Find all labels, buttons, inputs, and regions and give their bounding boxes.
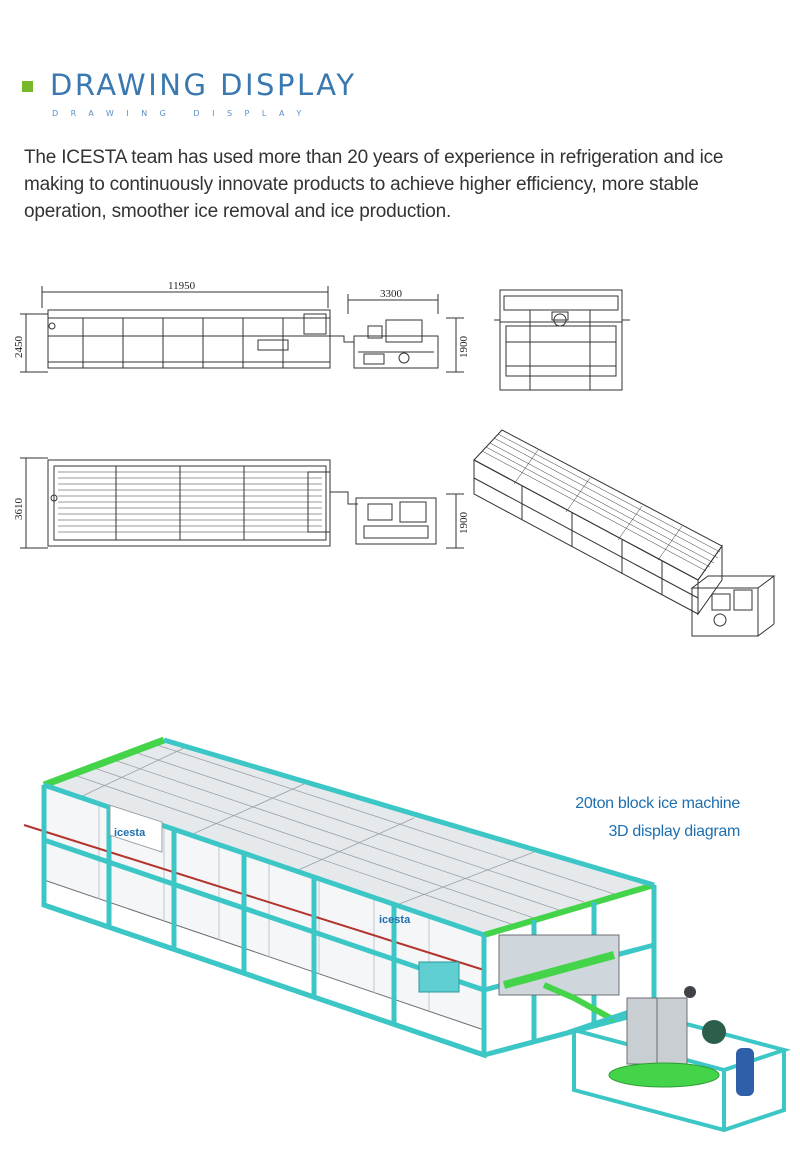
length-dimension-label: 11950	[168, 280, 196, 292]
intro-paragraph: The ICESTA team has used more than 20 ye…	[24, 147, 724, 222]
section-header: DRAWING DISPLAY DRAWING DISPLAY	[22, 68, 782, 124]
isometric-line-drawing	[462, 420, 792, 660]
end-elevation-drawing	[490, 286, 640, 396]
side-elevation-drawing: 11950 3300 2450 1900	[8, 278, 473, 378]
top-plan-drawing: 3610 1900	[8, 452, 473, 562]
brand-panel-text-2: icesta	[379, 914, 411, 926]
unit-height-dimension-label: 1900	[458, 336, 470, 359]
caption-line-1: 20ton block ice machine	[575, 795, 740, 812]
width-dimension-label: 3610	[13, 498, 25, 521]
unit-depth-dimension-label: 1900	[458, 512, 470, 535]
section-title: DRAWING DISPLAY	[50, 68, 357, 102]
brand-panel-text-1: icesta	[114, 827, 146, 839]
section-subtitle: DRAWING DISPLAY	[52, 109, 314, 118]
render-caption: 20ton block ice machine 3D display diagr…	[540, 790, 740, 846]
header-accent-square	[22, 81, 33, 92]
machine-3d-render: icesta icesta	[14, 730, 794, 1140]
unit-width-dimension-label: 3300	[380, 288, 403, 300]
height-dimension-label: 2450	[13, 336, 25, 359]
caption-line-2: 3D display diagram	[608, 823, 740, 840]
